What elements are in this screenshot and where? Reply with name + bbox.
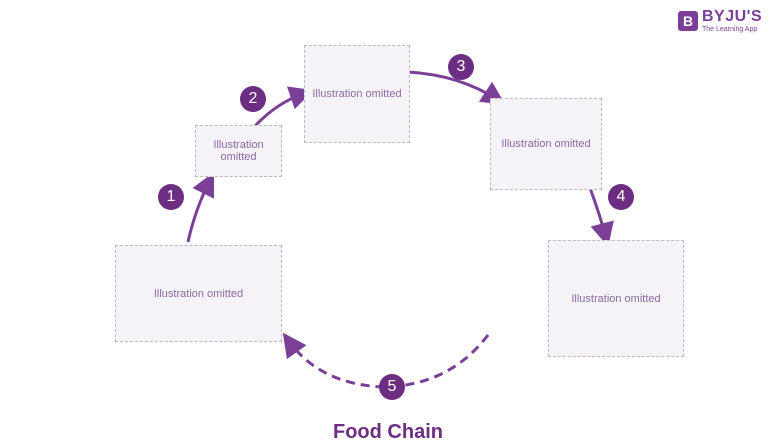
illustration-step-1: Illustration omitted: [115, 245, 282, 342]
illustration-step-2: Illustration omitted: [195, 125, 282, 177]
step-badge-4: 4: [608, 184, 634, 210]
illustration-step-4: Illustration omitted: [490, 98, 602, 190]
arrow-4: [588, 187, 614, 247]
arrow-3: [407, 70, 506, 105]
byjus-logo: B BYJU'S The Learning App: [678, 9, 762, 33]
diagram-title: Food Chain: [333, 421, 443, 443]
step-badge-2: 2: [240, 86, 266, 112]
logo-tagline: The Learning App: [702, 26, 758, 33]
step-badge-3: 3: [448, 54, 474, 80]
illustration-step-5: Illustration omitted: [548, 240, 684, 357]
arrow-1: [186, 171, 215, 243]
logo-mark-icon: B: [678, 11, 698, 31]
logo-name: BYJU'S: [702, 8, 763, 25]
arrow-5-dashed: [282, 332, 490, 389]
step-badge-1: 1: [158, 184, 184, 210]
illustration-step-3: Illustration omitted: [304, 45, 410, 143]
step-badge-5: 5: [379, 374, 405, 400]
